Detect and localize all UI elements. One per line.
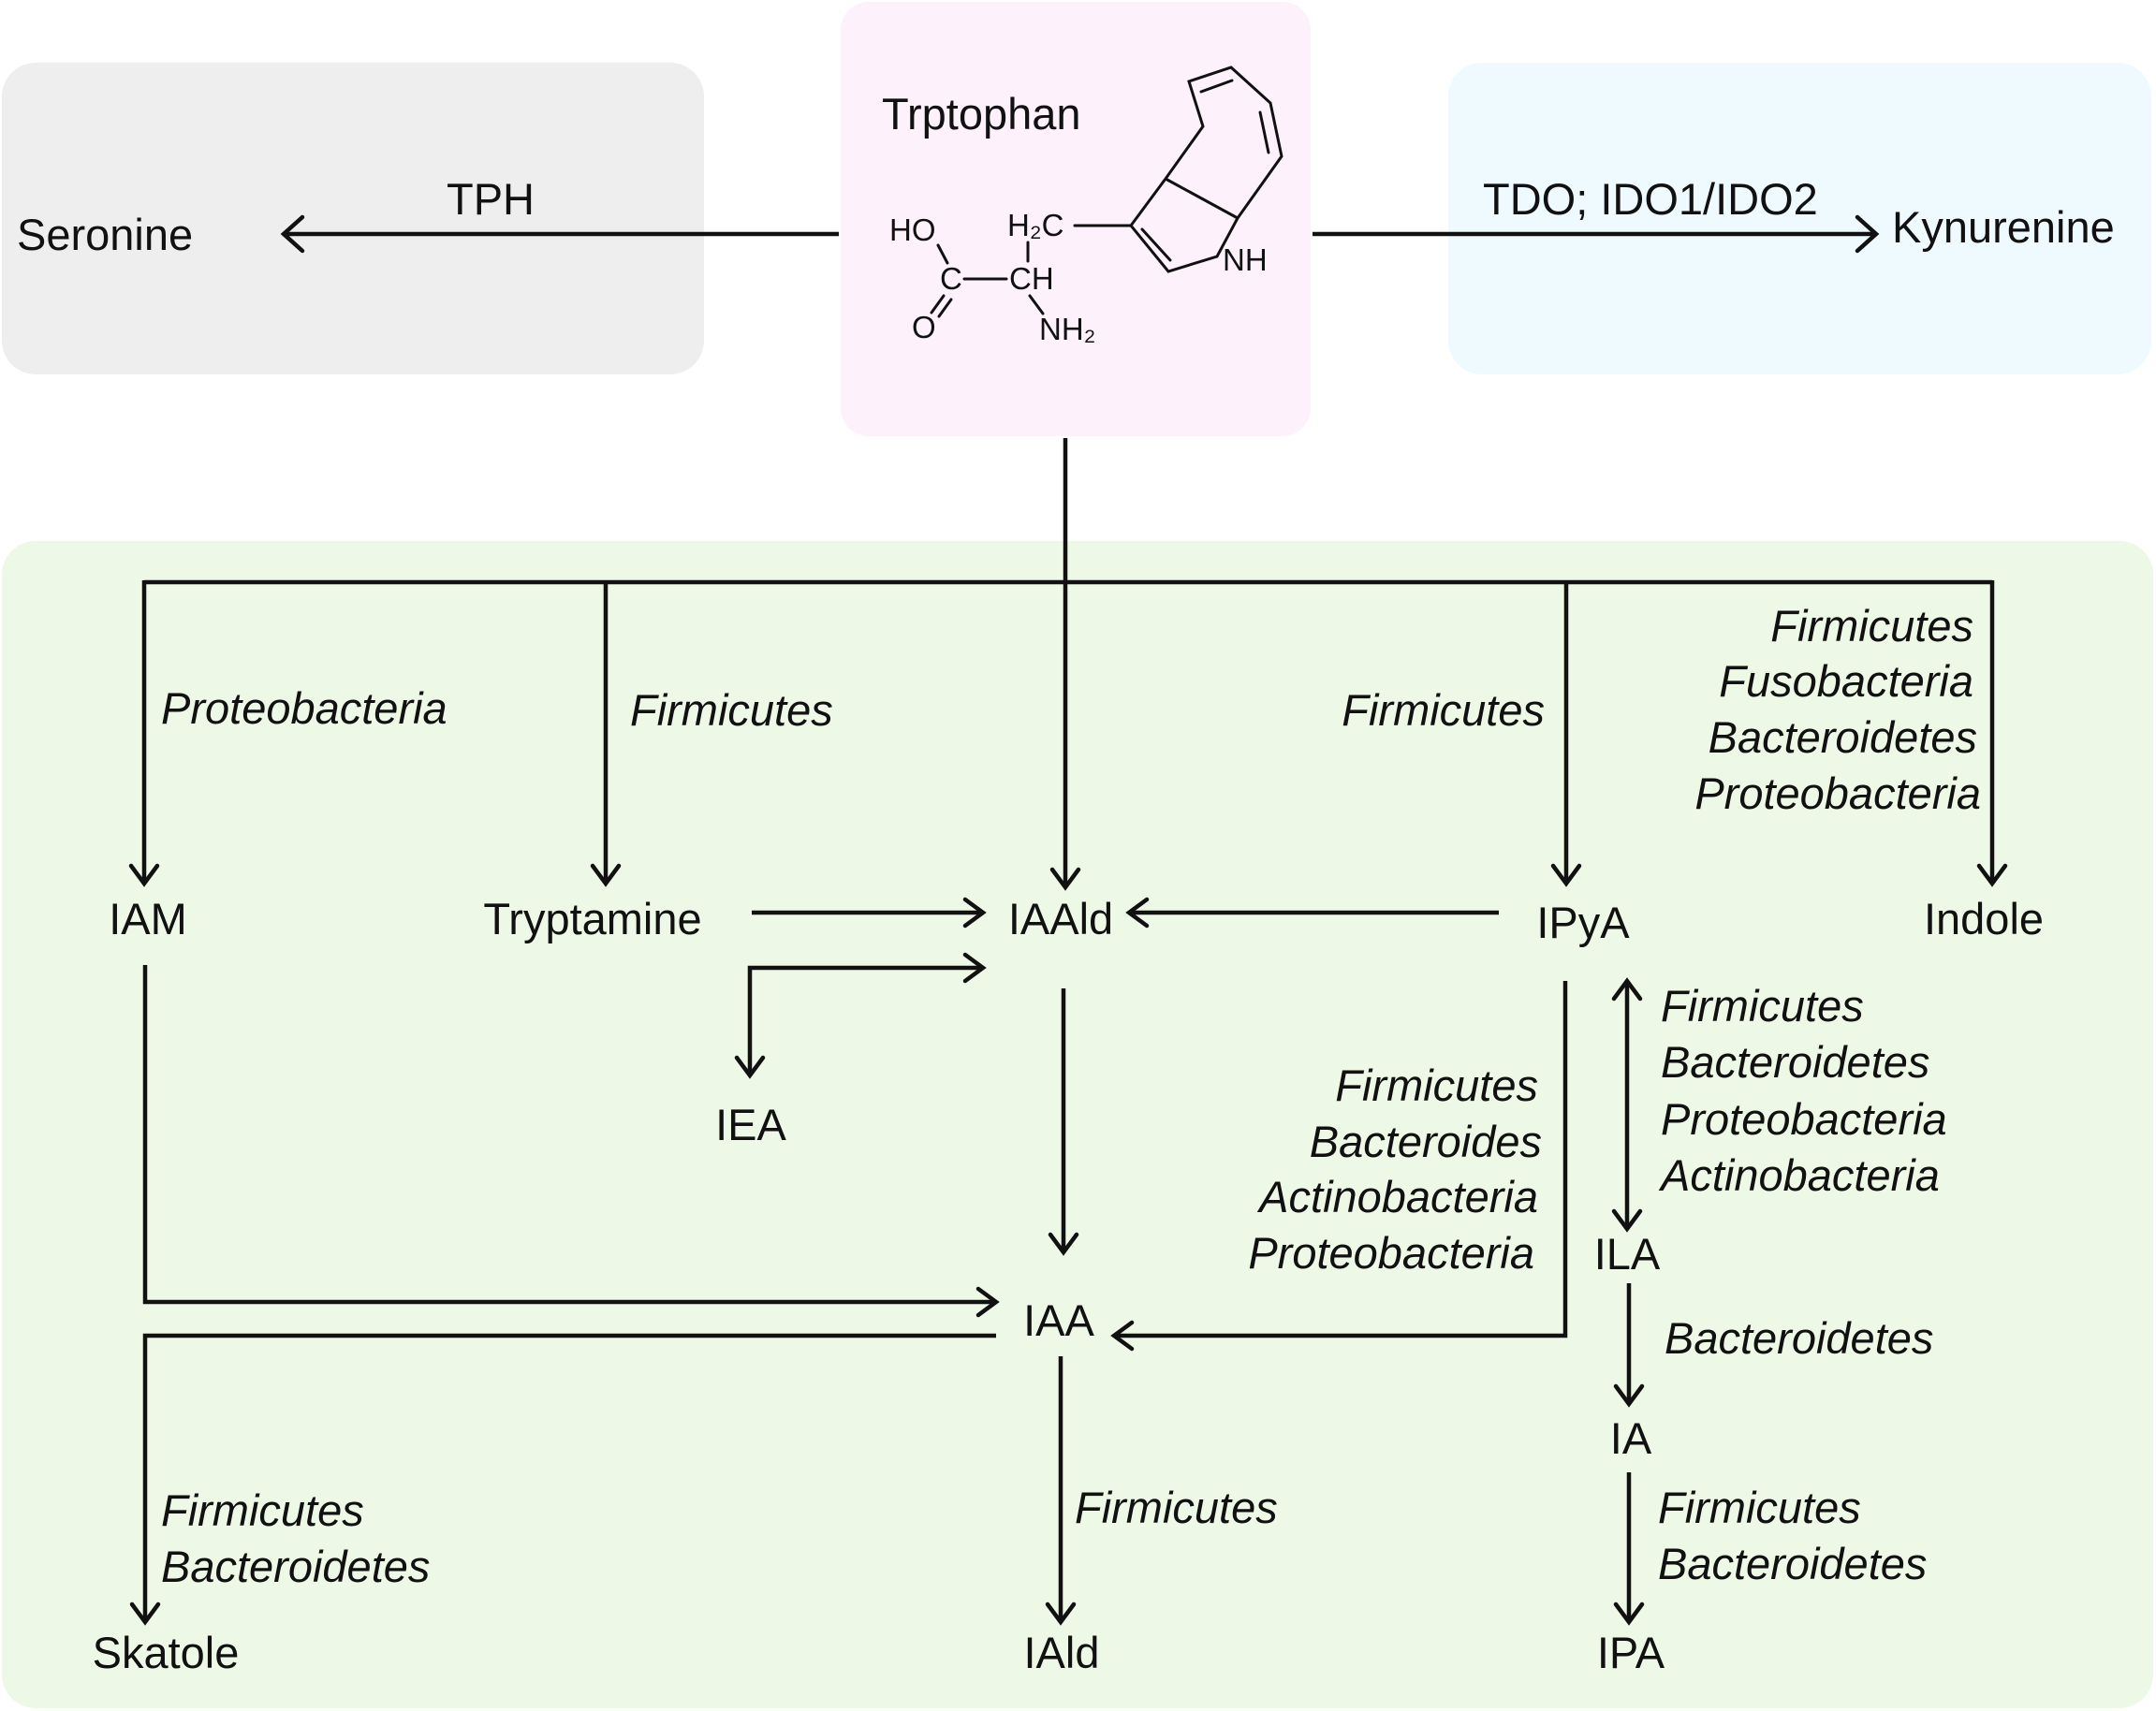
trunk-to-iaald-head: [1049, 867, 1081, 891]
arrow-ipya-ila-head-up: [1611, 977, 1643, 1002]
node-iaa: IAA: [1023, 1295, 1094, 1345]
node-skatole: Skatole: [93, 1628, 240, 1677]
serotonin-label: Seronine: [17, 210, 193, 259]
taxa-ipya-iaa-3: Actinobacteria: [1256, 1172, 1538, 1221]
indole-ring: [1129, 66, 1283, 273]
taxa-to-iam-1: Proteobacteria: [161, 683, 447, 733]
taxa-iaa-iald-1: Firmicutes: [1075, 1483, 1278, 1532]
arrow-ia-ipa-head: [1613, 1601, 1645, 1626]
taxa-ipya-ila-4: Actinobacteria: [1658, 1150, 1940, 1200]
taxa-ipya-iaa-4: Proteobacteria: [1248, 1228, 1534, 1278]
structure-c: C: [940, 261, 962, 296]
arrow-ila-ia-head: [1613, 1383, 1645, 1408]
node-iam: IAM: [109, 894, 187, 943]
taxa-to-ipya-1: Firmicutes: [1342, 685, 1545, 735]
node-ipa: IPA: [1597, 1628, 1665, 1677]
arrow-iea-iaald-head-right: [962, 952, 987, 984]
structure-ch: CH: [1009, 261, 1054, 296]
arrow-iaa-skatole-line: [142, 1333, 996, 1622]
arrow-iam-iaa-head: [975, 1286, 1000, 1318]
taxa-ipya-iaa-1: Firmicutes: [1335, 1060, 1538, 1110]
arrow-iaa-iald-head: [1045, 1601, 1077, 1626]
taxa-to-indole-1: Firmicutes: [1770, 601, 1973, 651]
structure-ho: HO: [889, 212, 936, 247]
indole-double-2: [1258, 110, 1270, 154]
taxa-ipya-iaa-2: Bacteroides: [1310, 1117, 1542, 1166]
serotonin-panel: [2, 63, 704, 374]
arrow-to-serotonin-head: [280, 214, 305, 254]
branch-to-tryptamine-head: [590, 863, 622, 887]
indole-double-1: [1199, 79, 1234, 94]
node-indole: Indole: [1924, 894, 2044, 943]
tryptophan-panel: [841, 2, 1311, 436]
taxa-ia-ipa-1: Firmicutes: [1658, 1483, 1861, 1532]
taxa-iaa-skatole-1: Firmicutes: [161, 1485, 364, 1535]
branch-to-ipya-head: [1550, 863, 1582, 887]
tryptophan-structure: HO C O H₂C CH NH₂ NH: [889, 66, 1283, 346]
node-tryptamine: Tryptamine: [483, 894, 701, 943]
taxa-to-indole-4: Proteobacteria: [1694, 768, 1981, 818]
node-ia: IA: [1610, 1413, 1652, 1463]
bond-c-o-2: [937, 298, 953, 318]
arrow-iaa-skatole-head: [129, 1601, 161, 1626]
arrow-ipya-ila-head-down: [1611, 1208, 1643, 1233]
node-iald: IAld: [1024, 1628, 1100, 1677]
taxa-ia-ipa-2: Bacteroidetes: [1658, 1539, 1927, 1588]
kynurenine-label: Kynurenine: [1892, 202, 2115, 252]
bond-ho-c: [936, 243, 949, 265]
tdo-ido-enzyme-label: TDO; IDO1/IDO2: [1483, 174, 1818, 224]
bond-ch-nh2: [1028, 294, 1045, 315]
arrow-ipya-iaa-line: [1114, 981, 1568, 1338]
node-iaald: IAAld: [1008, 894, 1113, 943]
node-iea: IEA: [715, 1100, 786, 1149]
taxa-iaa-skatole-2: Bacteroidetes: [161, 1542, 430, 1591]
arrow-iea-iaald-head-down: [734, 1055, 766, 1079]
taxa-to-indole-2: Fusobacteria: [1719, 656, 1973, 706]
arrow-iea-iaald-line: [747, 965, 983, 1075]
node-ipya: IPyA: [1536, 898, 1630, 947]
taxa-to-indole-3: Bacteroidetes: [1709, 712, 1977, 762]
structure-o: O: [912, 310, 936, 344]
taxa-to-tryptamine-1: Firmicutes: [630, 685, 833, 735]
microbial-pathways-panel: [2, 541, 2153, 1708]
arrow-tryptamine-iaald-head: [962, 897, 987, 929]
structure-h2c: H₂C: [1007, 208, 1063, 242]
arrow-ipya-iaa-head: [1110, 1320, 1135, 1352]
tryptophan-title: Trptophan: [882, 89, 1081, 139]
taxa-ipya-ila-3: Proteobacteria: [1661, 1094, 1947, 1144]
taxa-ipya-ila-2: Bacteroidetes: [1661, 1037, 1929, 1087]
arrow-iam-iaa-line: [142, 965, 996, 1305]
arrow-ipya-iaald-head: [1125, 897, 1150, 929]
taxa-ipya-ila-1: Firmicutes: [1661, 981, 1864, 1031]
taxa-ila-ia-1: Bacteroidetes: [1665, 1313, 1933, 1363]
node-ila: ILA: [1594, 1229, 1661, 1279]
branch-to-indole-head: [1976, 863, 2008, 887]
kynurenine-panel: [1448, 63, 2151, 374]
arrow-to-kynurenine-head: [1855, 214, 1880, 254]
structure-nh: NH: [1223, 242, 1268, 277]
tph-enzyme-label: TPH: [447, 174, 535, 224]
arrow-iaald-iaa-head: [1048, 1232, 1079, 1256]
branch-to-iam-head: [128, 863, 160, 887]
structure-nh2: NH₂: [1039, 312, 1095, 346]
indole-double-3: [1140, 227, 1172, 262]
bond-c-o-1: [930, 294, 946, 314]
